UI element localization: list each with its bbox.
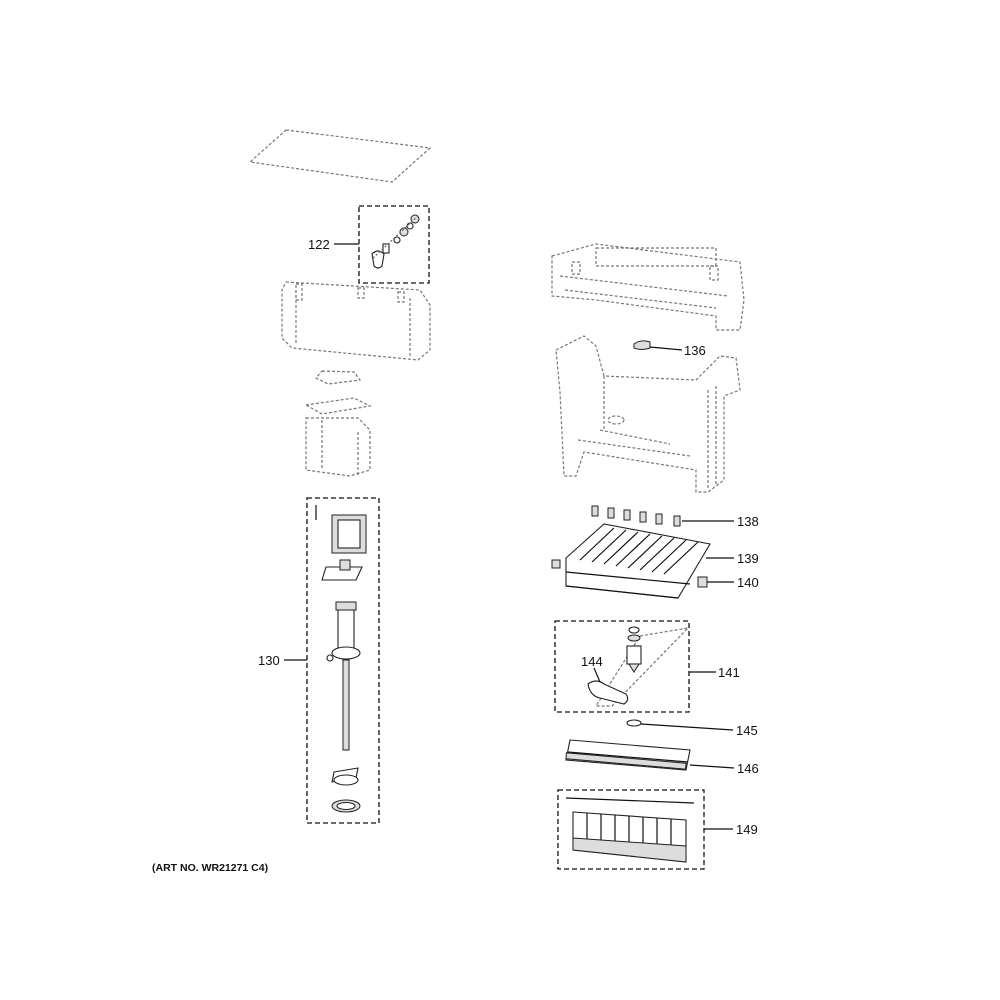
- callout-145[interactable]: 144: [581, 654, 603, 669]
- top-panel: [248, 129, 432, 183]
- part-139[interactable]: [551, 523, 711, 599]
- art-number: (ART NO. WR21271 C4): [152, 862, 268, 874]
- leader-144: [640, 723, 734, 731]
- part-136[interactable]: [633, 340, 651, 350]
- callout-139[interactable]: 139: [737, 551, 759, 566]
- part-144[interactable]: [626, 719, 642, 727]
- part-140[interactable]: [697, 576, 708, 588]
- callout-130[interactable]: 130: [258, 653, 280, 668]
- part-145[interactable]: [587, 680, 629, 705]
- leader-146: [689, 764, 735, 769]
- callout-122[interactable]: 122: [308, 237, 330, 252]
- callout-136[interactable]: 136: [684, 343, 706, 358]
- lower-frame: [555, 335, 741, 493]
- callout-146[interactable]: 146: [737, 761, 759, 776]
- part-group-122[interactable]: [358, 205, 430, 284]
- upper-housing: [281, 281, 431, 361]
- callout-149[interactable]: 149: [736, 822, 758, 837]
- part-146[interactable]: [565, 739, 691, 771]
- callout-144[interactable]: 145: [736, 723, 758, 738]
- gasket: [315, 370, 362, 385]
- leader-136: [649, 346, 683, 351]
- motor-housing: [304, 397, 372, 477]
- callout-140[interactable]: 140: [737, 575, 759, 590]
- callout-138[interactable]: 138: [737, 514, 759, 529]
- part-group-130[interactable]: [306, 497, 380, 824]
- leader-145: [593, 667, 601, 683]
- part-138[interactable]: [591, 505, 681, 527]
- part-group-141[interactable]: [554, 620, 690, 713]
- callout-141[interactable]: 141: [718, 665, 740, 680]
- part-group-149[interactable]: [557, 789, 705, 870]
- upper-frame: [551, 243, 745, 331]
